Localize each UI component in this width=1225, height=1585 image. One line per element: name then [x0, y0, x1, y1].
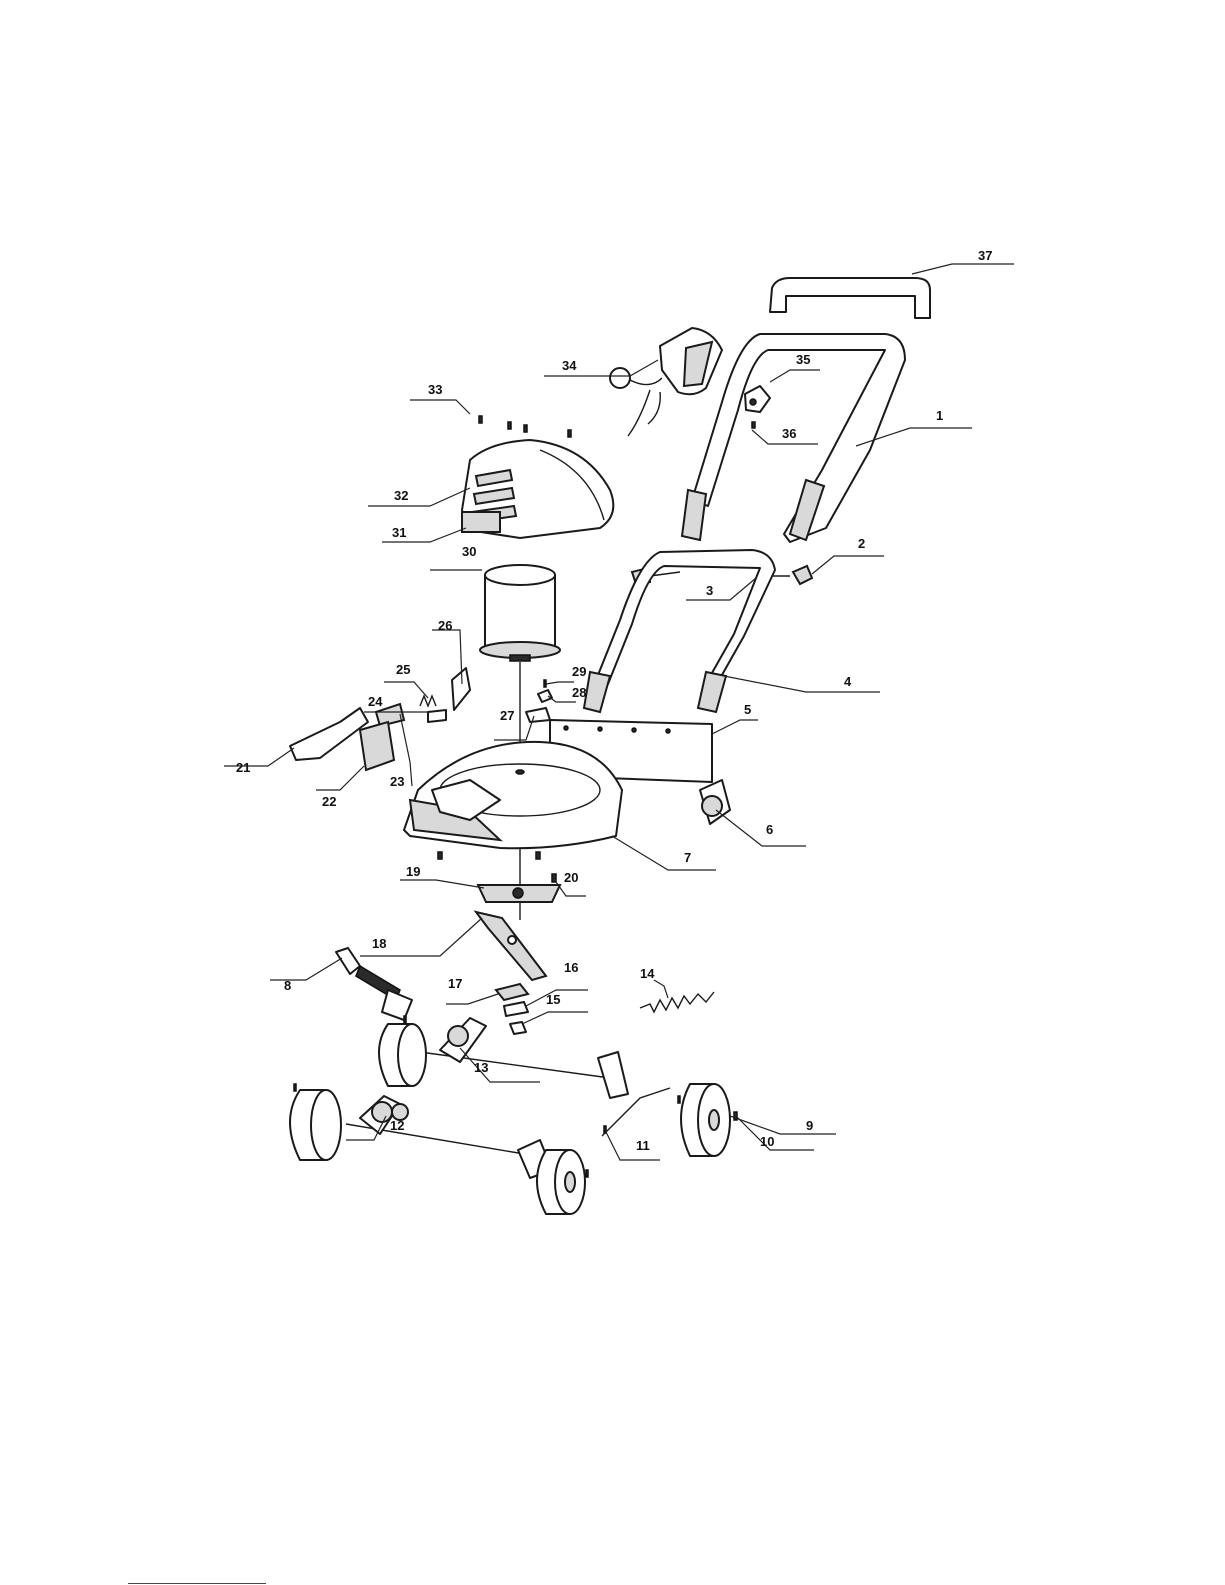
part-20-bolt: [438, 852, 556, 882]
callout-32: 32: [394, 488, 408, 503]
callout-33: 33: [428, 382, 442, 397]
part-35-cable-clip: [745, 386, 770, 412]
part-26-mulch-door: [452, 668, 470, 710]
part-27-bracket: [526, 708, 550, 722]
callout-20: 20: [564, 870, 578, 885]
callout-9: 9: [806, 1118, 813, 1133]
leader-lines: [224, 264, 1014, 1160]
callout-5: 5: [744, 702, 751, 717]
callout-31: 31: [392, 525, 406, 540]
callout-26: 26: [438, 618, 452, 633]
callout-1: 1: [936, 408, 943, 423]
callout-18: 18: [372, 936, 386, 951]
callout-21: 21: [236, 760, 250, 775]
callout-27: 27: [500, 708, 514, 723]
part-19-fan: [478, 885, 560, 902]
footer-rule: [128, 1583, 266, 1584]
callout-3: 3: [706, 583, 713, 598]
part-7-deck: [404, 742, 622, 848]
part-24-hinge-rod: [428, 710, 446, 722]
part-4-lower-handle: [584, 550, 775, 712]
part-18-blade: [476, 912, 546, 980]
callout-34: 34: [562, 358, 577, 373]
part-12-front-axle: [346, 1096, 560, 1178]
callout-13: 13: [474, 1060, 488, 1075]
part-33-screws: [479, 416, 571, 437]
callout-19: 19: [406, 864, 420, 879]
callout-37: 37: [978, 248, 992, 263]
callout-11: 11: [636, 1138, 650, 1153]
callout-15: 15: [546, 992, 560, 1007]
callout-14: 14: [640, 966, 655, 981]
callout-17: 17: [448, 976, 462, 991]
part-9-wheels: [290, 1024, 730, 1214]
part-8-cord-hook: [336, 948, 412, 1020]
part-22-discharge-chute: [360, 722, 394, 770]
callout-2: 2: [858, 536, 865, 551]
callout-23: 23: [390, 774, 404, 789]
callout-8: 8: [284, 978, 291, 993]
callout-16: 16: [564, 960, 578, 975]
part-28-spring-washer: [538, 690, 552, 702]
part-14-spring: [640, 992, 714, 1012]
callout-28: 28: [572, 685, 586, 700]
part-16-washer: [504, 1002, 528, 1016]
callout-35: 35: [796, 352, 810, 367]
callout-4: 4: [844, 674, 852, 689]
callout-36: 36: [782, 426, 796, 441]
callout-30: 30: [462, 544, 476, 559]
part-36-screw: [752, 422, 755, 428]
callout-10: 10: [760, 1134, 774, 1149]
part-29-pin: [544, 680, 546, 687]
part-31-cover-latch: [462, 512, 500, 532]
callout-6: 6: [766, 822, 773, 837]
part-17-blade-adapter: [496, 984, 528, 1000]
callout-7: 7: [684, 850, 691, 865]
part-34-switch-box: [610, 328, 722, 436]
callout-22: 22: [322, 794, 336, 809]
part-21-side-discharge: [290, 708, 368, 760]
callout-24: 24: [368, 694, 383, 709]
callout-12: 12: [390, 1118, 404, 1133]
callout-25: 25: [396, 662, 410, 677]
part-37-handle-grip: [770, 278, 930, 318]
callout-29: 29: [572, 664, 586, 679]
